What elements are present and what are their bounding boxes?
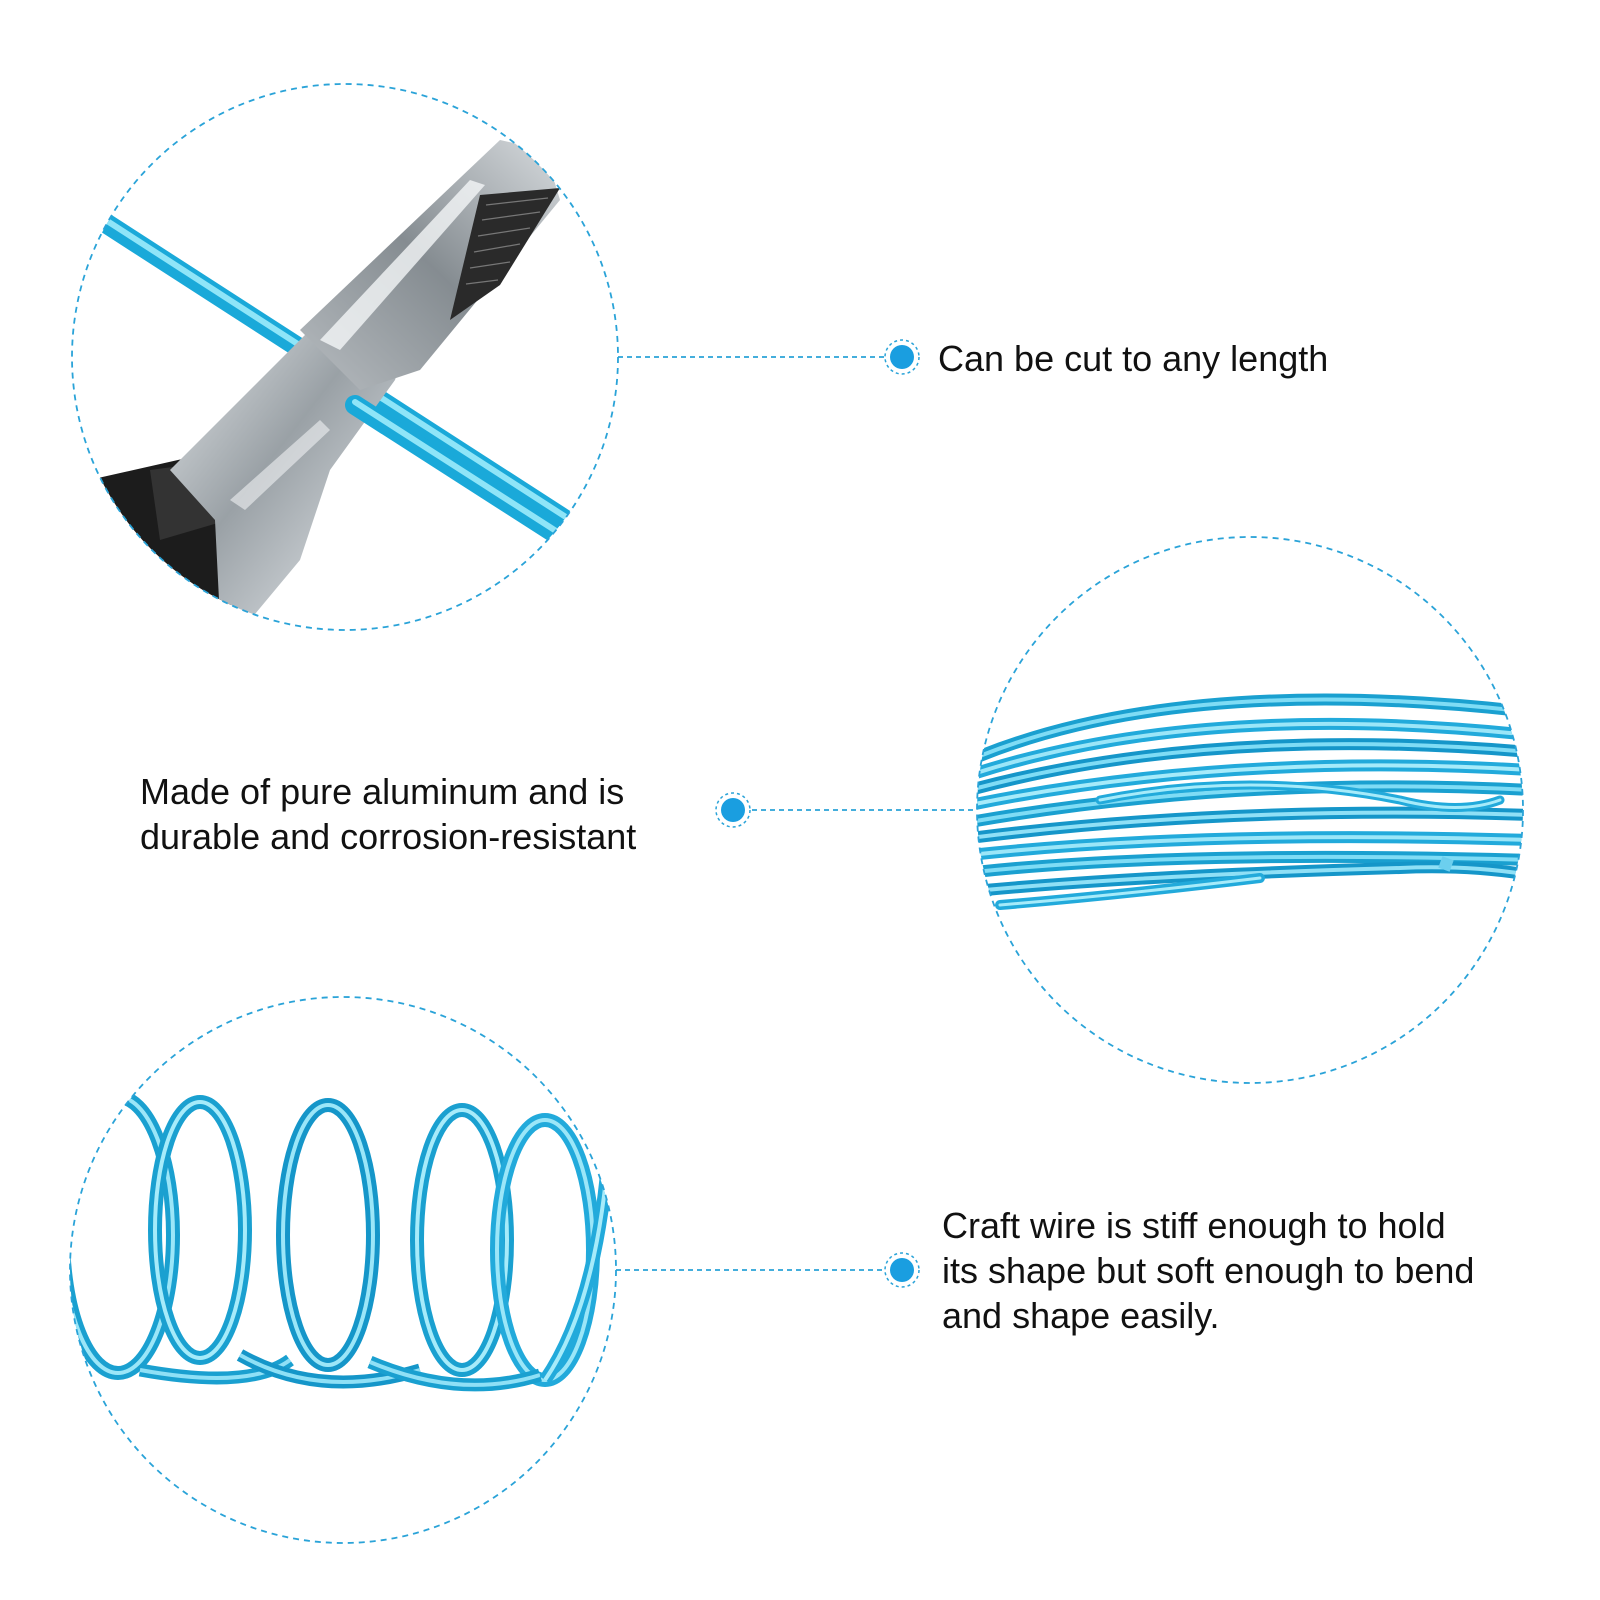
feature-text-material: Made of pure aluminum and is durable and… <box>140 769 636 859</box>
pliers-cutting-wire-photo <box>71 83 619 631</box>
dashed-circle-frame <box>976 536 1524 1084</box>
bullet-dot-icon <box>715 792 751 828</box>
bullet-dot-icon <box>884 1252 920 1288</box>
feature-text-line: Made of pure aluminum and is <box>140 771 625 812</box>
feature-text-line: durable and corrosion-resistant <box>140 816 637 857</box>
wire-coil-bundle-photo <box>976 536 1524 1084</box>
feature-text-line: Craft wire is stiff enough to hold <box>942 1205 1446 1246</box>
feature-text-line: and shape easily. <box>942 1295 1220 1336</box>
feature-text-cut-length: Can be cut to any length <box>938 336 1328 381</box>
feature-text-flexibility: Craft wire is stiff enough to hold its s… <box>942 1203 1474 1338</box>
feature-text-line: its shape but soft enough to bend <box>942 1250 1475 1291</box>
wire-spring-spiral-photo <box>69 996 617 1544</box>
feature-text-line: Can be cut to any length <box>938 338 1329 379</box>
bullet-dot-icon <box>884 339 920 375</box>
